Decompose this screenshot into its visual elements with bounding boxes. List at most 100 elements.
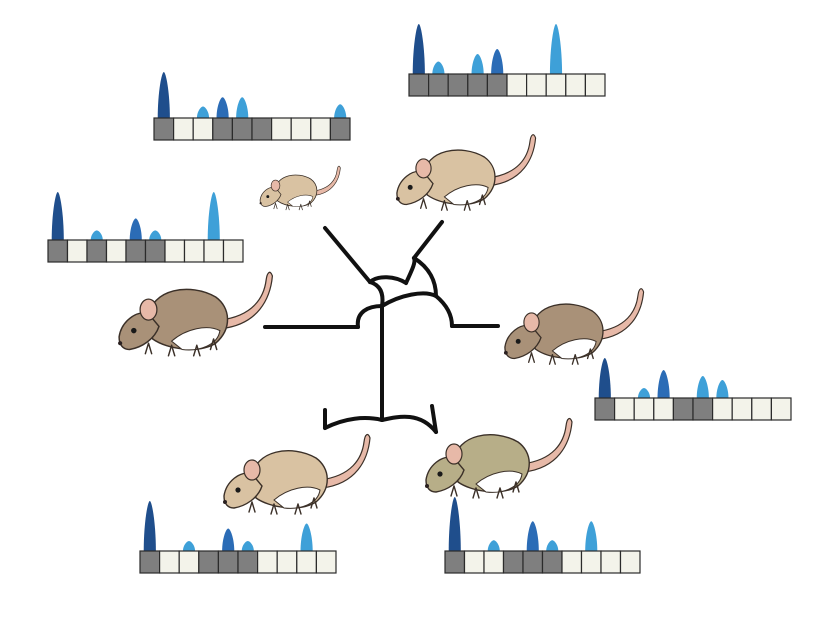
mouse-icon [425, 417, 573, 499]
box-filled [86, 239, 108, 263]
peak-light [182, 541, 196, 551]
tree-branch [430, 404, 438, 434]
peak-light [300, 523, 313, 551]
box-empty [561, 550, 583, 574]
peak-light [236, 97, 249, 118]
mouse-head [118, 312, 160, 351]
mouse-icon [118, 271, 274, 357]
box-empty [711, 397, 733, 421]
sequence-track-right [594, 358, 792, 421]
box-filled [139, 550, 161, 574]
box-filled [125, 239, 147, 263]
box-empty [296, 550, 317, 574]
mice [118, 134, 645, 515]
box-empty [178, 550, 200, 574]
mouse-foot [450, 485, 458, 497]
mouse-eye [131, 327, 137, 334]
mouse-icon [503, 288, 645, 365]
mouse-ear [139, 298, 158, 321]
mouse-foot [478, 194, 486, 206]
mouse-nose [503, 350, 508, 355]
mouse-ear [415, 158, 432, 179]
tree-branch [368, 275, 408, 285]
box-filled [231, 117, 253, 141]
sequence-track-bottom-right [444, 497, 641, 574]
box-filled [198, 550, 220, 574]
peak-light [487, 540, 500, 551]
mouse-nose [118, 341, 123, 346]
sequence-track-top-right [408, 24, 606, 97]
mouse-nose [395, 196, 400, 201]
mouse-belly [273, 486, 321, 509]
box-filled [541, 550, 563, 574]
mouse-nose [259, 202, 262, 205]
mouse-belly [475, 470, 523, 493]
mouse-foot [298, 203, 303, 211]
mouse-eye [266, 195, 270, 199]
mouse-foot [496, 487, 504, 499]
tree-branch [404, 256, 417, 285]
mouse-ear [270, 179, 281, 192]
box-filled [212, 117, 234, 141]
peak-dark [448, 497, 461, 551]
box-empty [66, 239, 88, 263]
mouse-head [223, 472, 263, 509]
box-filled [447, 73, 469, 97]
box-empty [565, 73, 586, 97]
box-empty [159, 550, 180, 574]
mouse-foot [527, 352, 536, 363]
box-empty [770, 397, 792, 421]
mouse-foot [440, 200, 448, 211]
box-empty [545, 73, 567, 97]
box-empty [600, 550, 622, 574]
peak-light [334, 104, 347, 118]
mouse-foot [307, 200, 312, 207]
box-empty [506, 73, 528, 97]
box-empty [192, 117, 214, 141]
peak-light [149, 230, 162, 240]
mouse-foot [209, 338, 218, 351]
box-filled [217, 550, 239, 574]
box-empty [173, 117, 194, 141]
mouse-icon [395, 134, 537, 211]
box-filled [444, 550, 466, 574]
tree-branch [368, 280, 385, 308]
box-empty [584, 73, 606, 97]
box-filled [153, 117, 175, 141]
box-empty [183, 239, 205, 263]
tree-branch [323, 416, 384, 430]
peak-light [546, 540, 559, 551]
box-filled [408, 73, 430, 97]
box-filled [522, 550, 544, 574]
box-filled [237, 550, 259, 574]
peak-light [432, 61, 445, 74]
mouse-foot [248, 501, 256, 513]
mouse-foot [472, 487, 480, 499]
tree-branch [355, 304, 384, 329]
box-filled [692, 397, 714, 421]
peak-mid [657, 370, 670, 398]
box-filled [144, 239, 166, 263]
mouse-ear [523, 312, 540, 333]
tree-branch [412, 256, 438, 298]
box-empty [619, 550, 641, 574]
mouse-foot [512, 481, 520, 493]
box-empty [633, 397, 655, 421]
box-empty [310, 117, 331, 141]
mouse-eye [235, 487, 241, 493]
mouse-foot [548, 354, 556, 365]
box-empty [105, 239, 127, 263]
box-filled [47, 239, 69, 263]
mouse-belly [287, 194, 314, 207]
mouse-eye [407, 184, 413, 190]
box-filled [672, 397, 694, 421]
mouse-head [425, 456, 465, 493]
peak-mid [491, 49, 504, 74]
box-filled [467, 73, 488, 97]
mouse-foot [586, 348, 594, 360]
mouse-foot [419, 198, 428, 209]
box-empty [731, 397, 753, 421]
mouse-foot [463, 200, 471, 211]
mouse-nose [425, 484, 429, 488]
box-empty [463, 550, 485, 574]
